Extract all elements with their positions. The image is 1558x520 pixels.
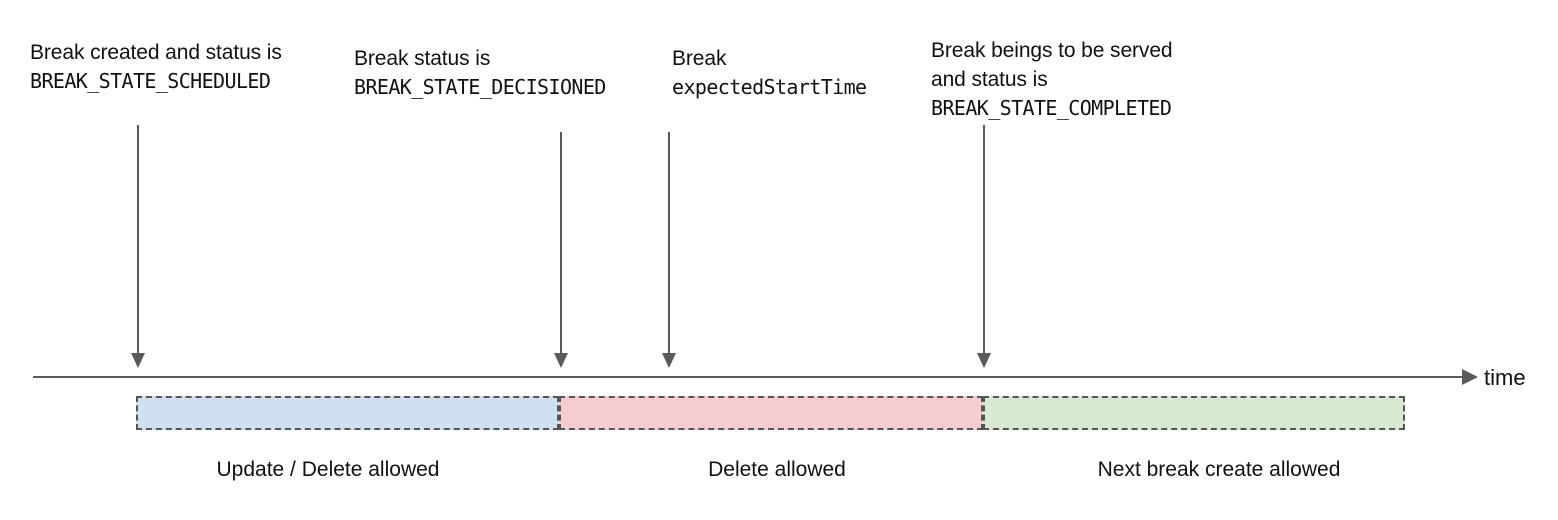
arrow-head-down-icon bbox=[131, 353, 145, 368]
annotation-line-1: Break beings to be served bbox=[931, 39, 1173, 62]
arrow-shaft bbox=[560, 132, 562, 355]
annotation-line-2: BREAK_STATE_DECISIONED bbox=[354, 75, 606, 99]
annotation-line-1: Break status is bbox=[354, 47, 491, 70]
annotation-line-1: Break created and status is bbox=[30, 41, 282, 64]
arrow-shaft bbox=[983, 125, 985, 355]
time-axis-label: time bbox=[1484, 365, 1526, 390]
pointer-arrow-decisioned bbox=[553, 132, 569, 368]
pointer-arrow-scheduled bbox=[130, 125, 146, 368]
phase-caption-delete-only: Delete allowed bbox=[708, 458, 846, 481]
phase-bar-delete-only bbox=[559, 396, 983, 430]
annotation-scheduled: Break created and status is BREAK_STATE_… bbox=[30, 38, 282, 96]
phase-bar-next-break-create bbox=[983, 396, 1405, 430]
arrow-head-down-icon bbox=[662, 353, 676, 368]
annotation-line-2: BREAK_STATE_SCHEDULED bbox=[30, 69, 271, 93]
arrow-head-down-icon bbox=[977, 353, 991, 368]
phase-caption-update-delete: Update / Delete allowed bbox=[216, 458, 440, 481]
annotation-decisioned: Break status is BREAK_STATE_DECISIONED bbox=[354, 44, 606, 102]
annotation-line-3: BREAK_STATE_COMPLETED bbox=[931, 96, 1172, 120]
annotation-line-1: Break bbox=[672, 47, 727, 70]
arrow-shaft bbox=[668, 132, 670, 355]
annotation-expected-start-time: Break expectedStartTime bbox=[672, 44, 867, 102]
phase-bar-update-delete bbox=[136, 396, 559, 430]
arrow-head-right-icon bbox=[1462, 369, 1478, 385]
annotation-completed: Break beings to be served and status is … bbox=[931, 36, 1173, 123]
time-axis-line bbox=[33, 376, 1470, 378]
phase-caption-next-break-create: Next break create allowed bbox=[1097, 458, 1341, 481]
arrow-shaft bbox=[137, 125, 139, 355]
arrow-head-down-icon bbox=[554, 353, 568, 368]
annotation-line-2: and status is bbox=[931, 68, 1048, 91]
pointer-arrow-completed bbox=[976, 125, 992, 368]
annotation-line-2: expectedStartTime bbox=[672, 75, 867, 99]
pointer-arrow-expected-start-time bbox=[661, 132, 677, 368]
